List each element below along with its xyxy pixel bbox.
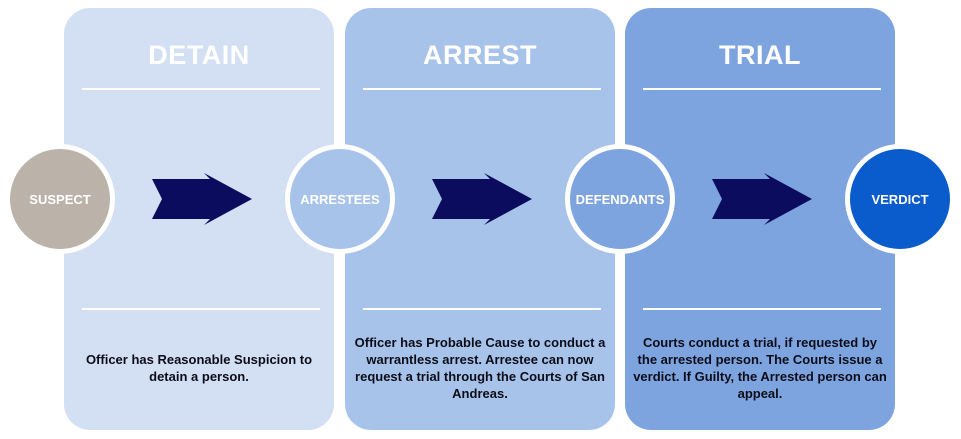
node-label: ARRESTEES	[300, 191, 380, 207]
divider	[643, 88, 881, 90]
divider	[82, 308, 320, 310]
divider	[363, 308, 601, 310]
node-suspect: SUSPECT	[5, 144, 115, 254]
node-verdict: VERDICT	[845, 144, 955, 254]
divider	[643, 308, 881, 310]
arrow-right-icon	[712, 173, 812, 225]
divider	[82, 88, 320, 90]
node-label: DEFENDANTS	[575, 191, 665, 207]
node-defendants: DEFENDANTS	[565, 144, 675, 254]
node-label: SUSPECT	[29, 191, 91, 207]
stage-title-arrest: ARREST	[422, 40, 537, 70]
arrow-right-icon	[152, 173, 252, 225]
stage-title-trial: TRIAL	[719, 40, 801, 70]
node-arrestees: ARRESTEES	[285, 144, 395, 254]
stage-description-detain: Officer has Reasonable Suspicion to deta…	[85, 352, 313, 384]
stage-description-arrest: Officer has Probable Cause to conduct a …	[354, 335, 606, 401]
stage-title-detain: DETAIN	[148, 40, 250, 70]
node-label: VERDICT	[871, 191, 929, 207]
divider	[363, 88, 601, 90]
stage-description-trial: Courts conduct a trial, if requested by …	[633, 335, 887, 401]
arrow-right-icon	[432, 173, 532, 225]
